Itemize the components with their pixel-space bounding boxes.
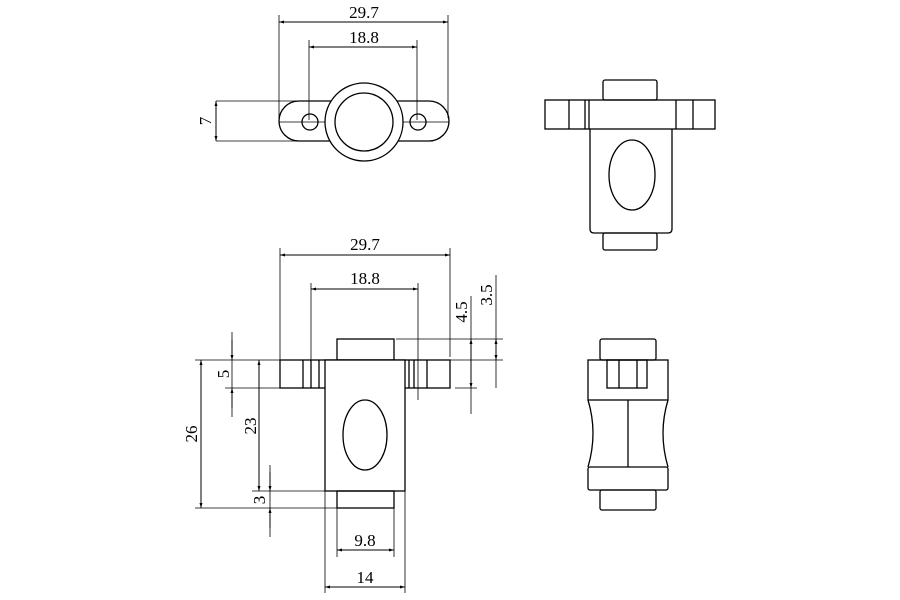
dim-label-flange-offset: 4.5 <box>452 301 471 322</box>
top-view: 29.7 18.8 7 <box>196 3 450 162</box>
mounting-hole-left <box>301 113 319 131</box>
dim-label-cap-height: 3.5 <box>477 284 496 305</box>
oval-window <box>608 139 656 211</box>
dim-label-hole-spacing: 18.8 <box>349 28 379 47</box>
dim-label-total-height: 26 <box>182 426 201 443</box>
side-view-upper <box>544 79 716 251</box>
dim-label-hole-spacing: 18.8 <box>350 269 380 288</box>
dim-label-bottom-cap-height: 3 <box>250 496 269 505</box>
front-view: 29.7 18.8 26 23 5 3 4.5 <box>182 235 503 593</box>
dim-label-body-width: 14 <box>357 568 375 587</box>
oval-window <box>342 399 388 471</box>
dim-label-flange-thickness: 5 <box>214 370 233 379</box>
dim-label-overall-width: 29.7 <box>350 235 380 254</box>
inner-ring <box>334 92 394 152</box>
outer-ring <box>324 82 404 162</box>
mounting-hole-right <box>409 113 427 131</box>
dim-label-body-height: 23 <box>241 418 260 435</box>
dim-label-cap-width: 9.8 <box>354 531 375 550</box>
dim-label-flange-height: 7 <box>196 116 215 125</box>
dim-label-overall-width: 29.7 <box>349 3 379 22</box>
side-view-lower <box>587 338 669 511</box>
